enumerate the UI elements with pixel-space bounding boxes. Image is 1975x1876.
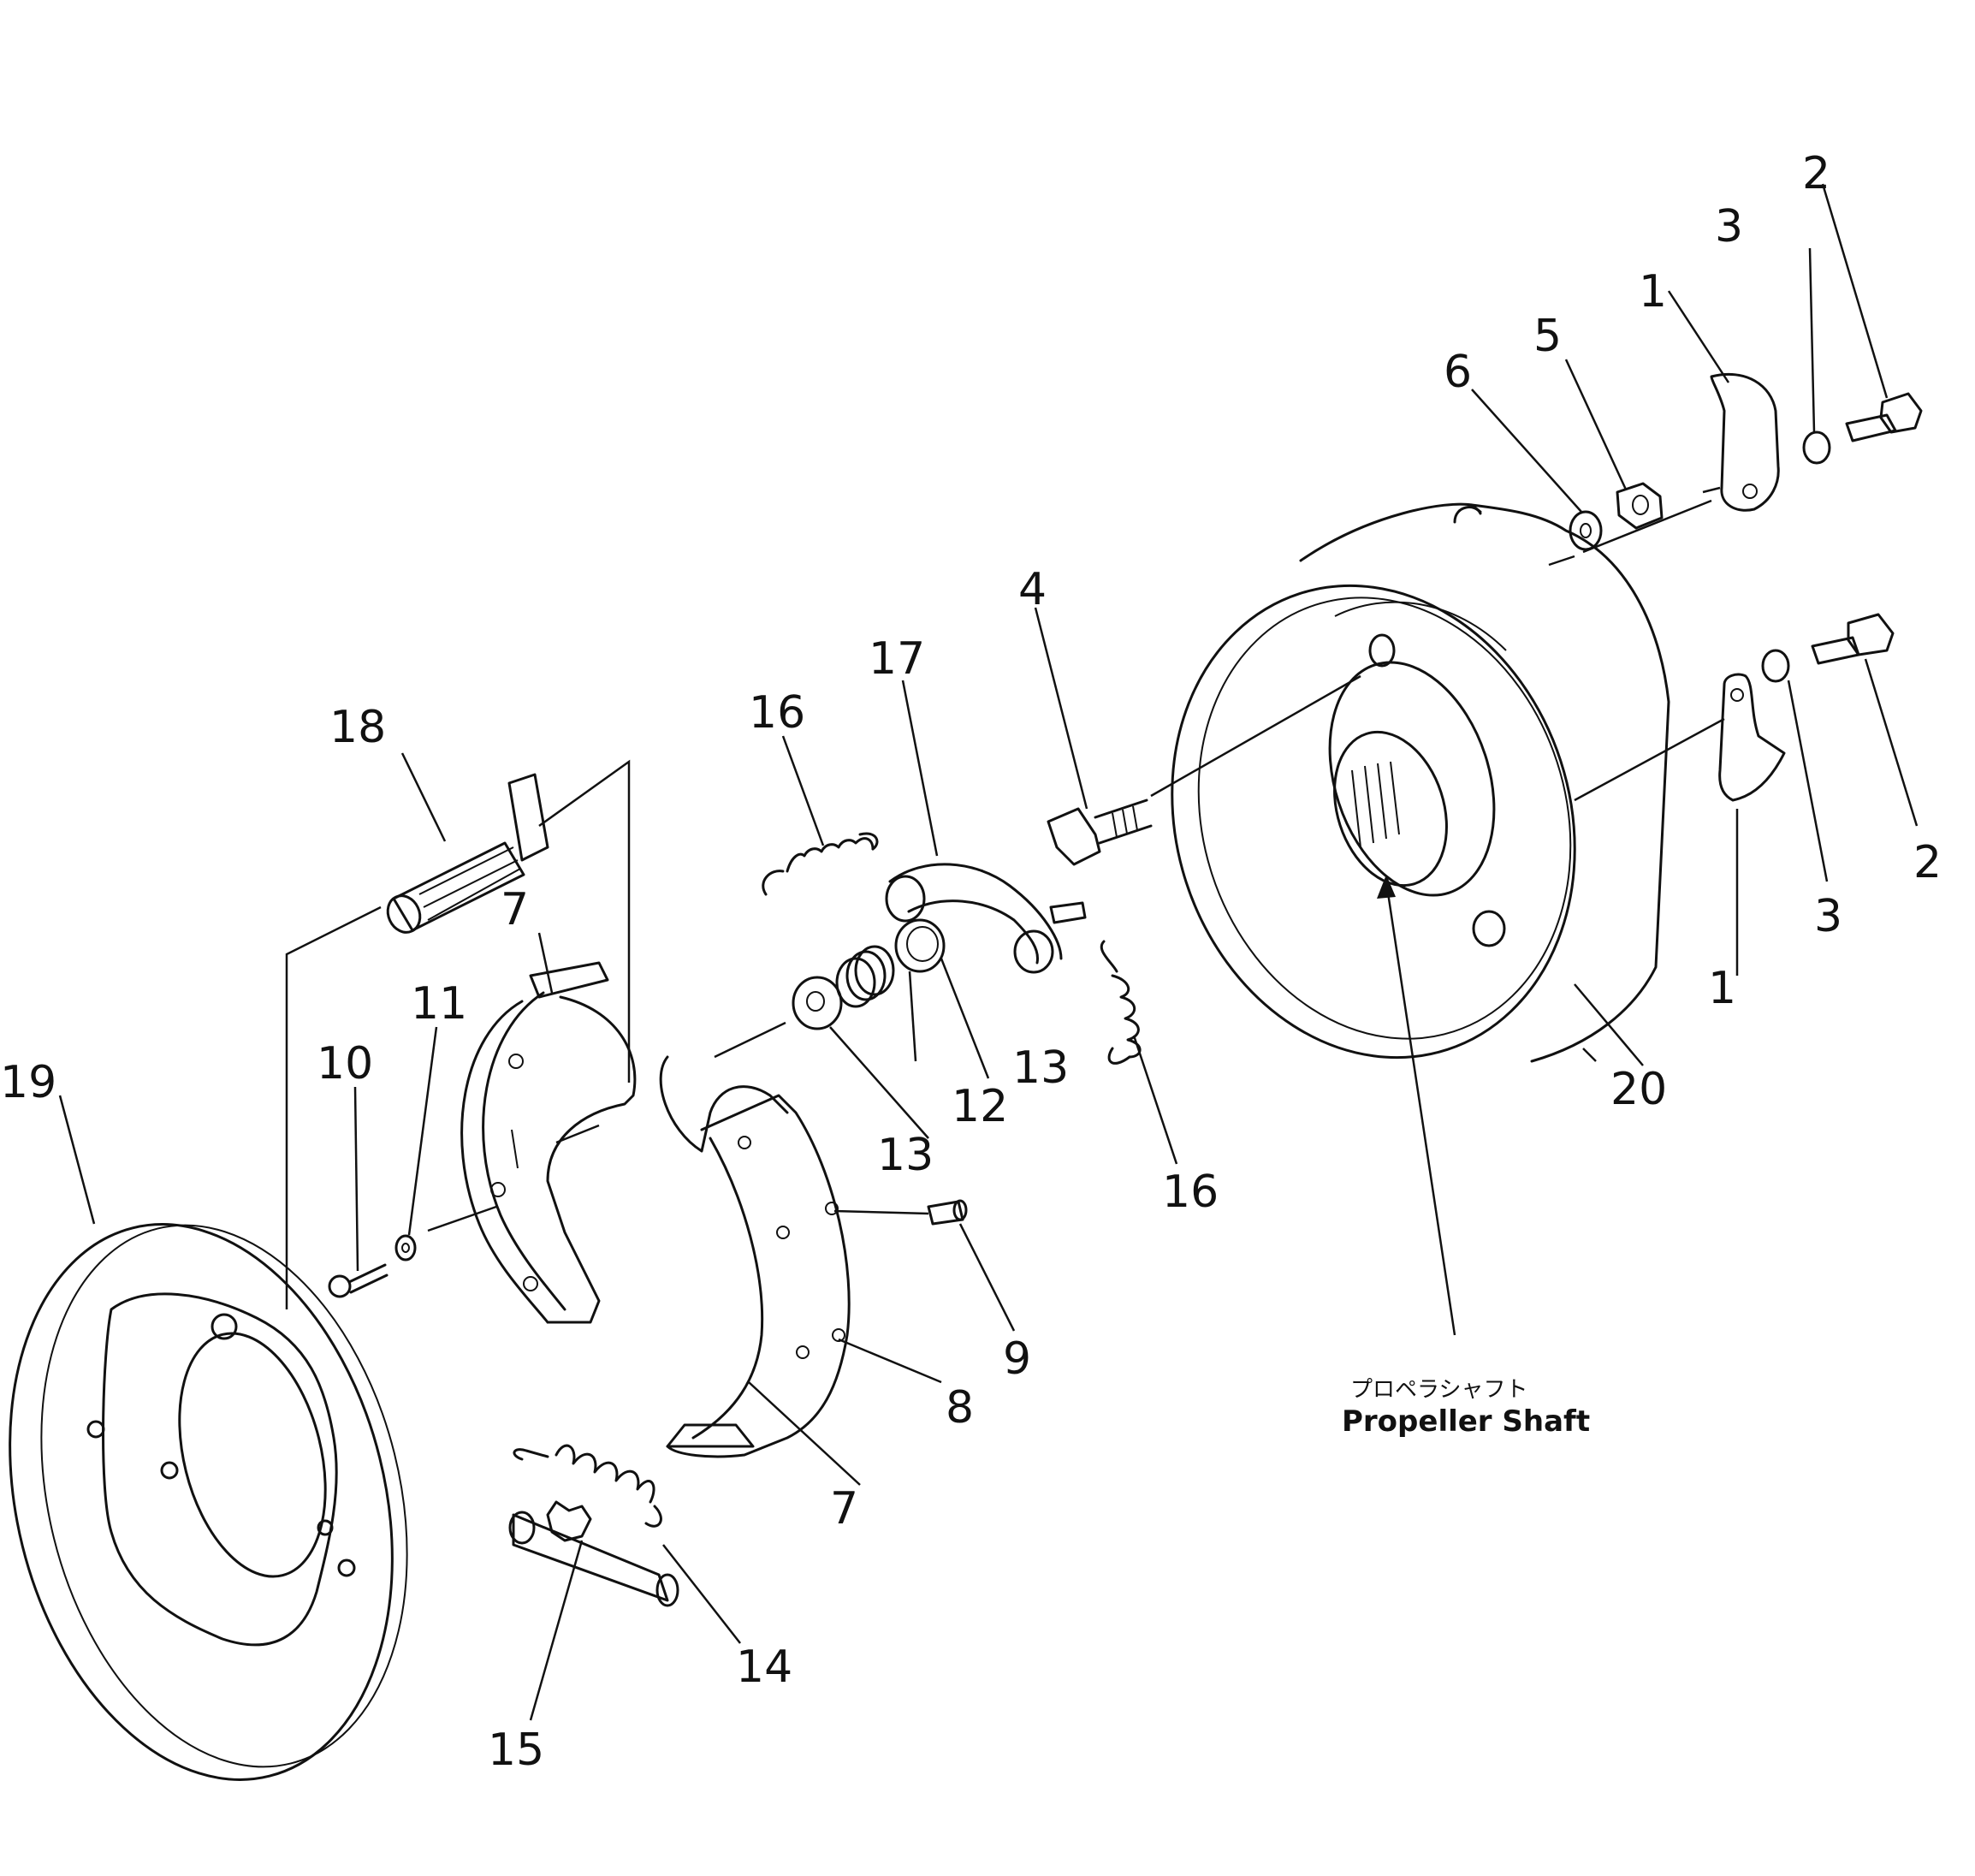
backing-plate-part <box>9 1223 408 1781</box>
washer-3-upper-part <box>1802 430 1831 465</box>
callout-7-lower: 7 <box>830 1483 858 1535</box>
bolt-2-lower-part <box>1811 613 1895 665</box>
pin-9-part <box>927 1199 968 1226</box>
callout-8: 8 <box>946 1382 974 1434</box>
callout-5: 5 <box>1533 311 1562 362</box>
bracket-1-upper-part <box>1710 372 1780 512</box>
assembly-axis-lines <box>285 486 1725 1309</box>
nut-5-part <box>1616 482 1664 530</box>
caption-japanese: プロペラシャフト <box>1350 1377 1527 1403</box>
callout-19: 19 <box>0 1057 56 1108</box>
callout-3-upper: 3 <box>1715 201 1743 252</box>
callout-7-upper: 7 <box>501 884 529 935</box>
callout-1-lower: 1 <box>1708 963 1736 1014</box>
callout-2-upper: 2 <box>1802 148 1830 199</box>
callout-1-upper: 1 <box>1639 266 1667 318</box>
spring-16-lower-part <box>1100 940 1142 1065</box>
callout-11: 11 <box>411 978 467 1030</box>
callout-18: 18 <box>329 702 386 753</box>
callout-13-lower: 13 <box>877 1130 934 1181</box>
callout-14: 14 <box>736 1642 792 1693</box>
bolt-2-upper-part <box>1845 392 1923 442</box>
brake-shoe-left-part <box>460 961 637 1324</box>
bracket-1-lower-part <box>1718 673 1786 802</box>
cam-shaft-part <box>386 773 549 934</box>
spring-16-upper-part <box>762 832 879 896</box>
callout-16-upper: 16 <box>749 687 805 739</box>
washer-3-lower-part <box>1761 649 1790 683</box>
callout-6: 6 <box>1444 347 1472 398</box>
cup-13-upper-part <box>894 918 946 973</box>
bolt-10-part <box>328 1263 388 1298</box>
callout-20: 20 <box>1610 1064 1667 1115</box>
link-17-part <box>885 863 1087 974</box>
bolt-4-part <box>1047 798 1153 866</box>
brake-drum-part <box>1171 502 1670 1063</box>
brake-shoe-right-part <box>659 1055 851 1458</box>
callout-15: 15 <box>488 1725 544 1776</box>
callout-9: 9 <box>1003 1333 1031 1385</box>
callout-2-lower: 2 <box>1913 837 1942 888</box>
adjuster-15-part <box>508 1500 679 1607</box>
callout-13-upper: 13 <box>1012 1042 1069 1094</box>
callout-16-lower: 16 <box>1162 1167 1219 1218</box>
washer-11-part <box>394 1234 417 1262</box>
callout-3-lower: 3 <box>1814 891 1842 942</box>
callout-10: 10 <box>317 1038 373 1089</box>
callout-labels: 1 1 2 2 3 3 4 5 6 7 7 8 9 10 11 12 13 13… <box>0 148 1942 1776</box>
spring-14-part <box>513 1444 662 1528</box>
spring-12-part <box>835 945 895 1008</box>
callout-4: 4 <box>1018 564 1047 615</box>
washer-6-part <box>1569 510 1603 551</box>
leader-lines <box>58 183 1919 1721</box>
caption-english: Propeller Shaft <box>1342 1404 1590 1439</box>
cup-13-lower-part <box>792 976 843 1030</box>
propeller-shaft-caption: プロペラシャフト Propeller Shaft <box>1342 1377 1590 1439</box>
callout-17: 17 <box>869 633 925 685</box>
callout-12: 12 <box>952 1081 1008 1132</box>
